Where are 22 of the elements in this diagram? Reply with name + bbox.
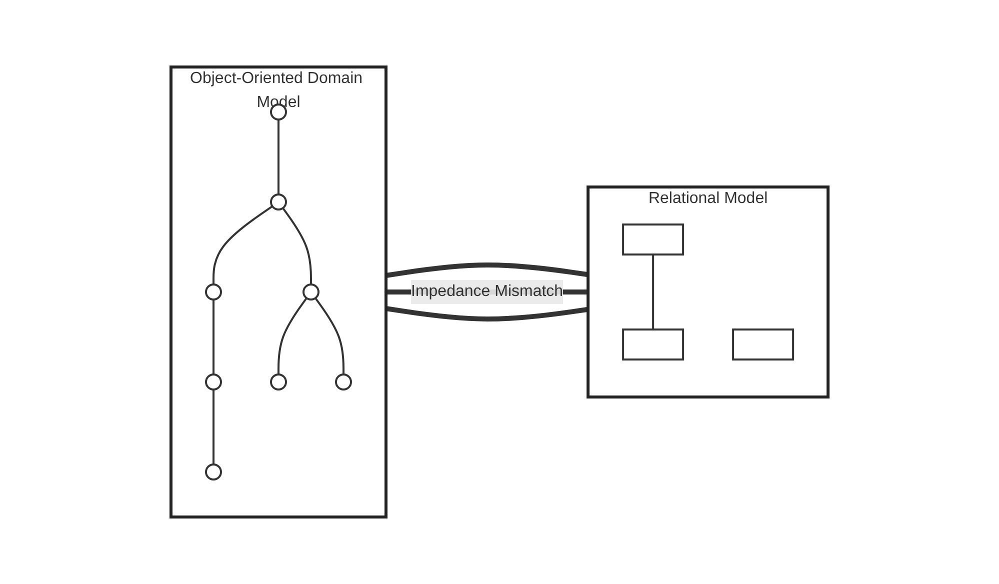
- cluster: Relational Model: [586, 186, 830, 398]
- node-circle: [204, 284, 222, 300]
- node-box: [622, 224, 684, 256]
- node-circle: [204, 464, 222, 480]
- node-box: [622, 328, 684, 360]
- edge-label: Impedance Mismatch: [410, 283, 564, 300]
- connector: [212, 205, 273, 284]
- connector: [282, 208, 312, 284]
- connector: [386, 306, 588, 322]
- connector: [652, 254, 654, 330]
- connector: [277, 298, 308, 374]
- connector: [314, 298, 344, 374]
- node-box: [732, 328, 794, 360]
- node-circle: [302, 284, 320, 300]
- connector: [212, 300, 214, 374]
- node-circle: [334, 374, 352, 390]
- connector: [277, 120, 280, 194]
- node-circle: [270, 194, 287, 210]
- node-circle: [204, 374, 222, 390]
- node-circle: [270, 374, 287, 390]
- connector: [386, 262, 588, 278]
- connector: [212, 390, 214, 464]
